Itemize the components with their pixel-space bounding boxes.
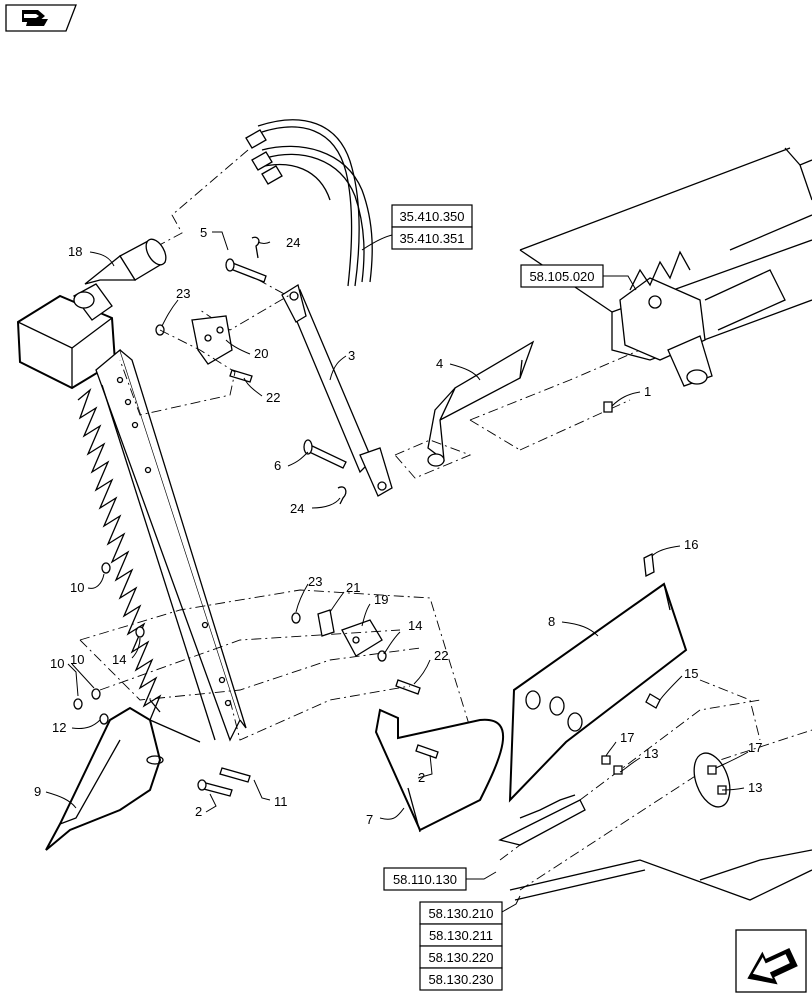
svg-text:9: 9 <box>34 784 41 799</box>
svg-text:14: 14 <box>408 618 422 633</box>
svg-text:4: 4 <box>436 356 443 371</box>
svg-text:58.130.230: 58.130.230 <box>428 972 493 987</box>
svg-text:58.110.130: 58.110.130 <box>393 872 457 887</box>
svg-text:23: 23 <box>176 286 190 301</box>
svg-text:21: 21 <box>346 580 360 595</box>
pin-5 <box>225 258 267 283</box>
svg-text:22: 22 <box>434 648 448 663</box>
svg-text:17: 17 <box>620 730 634 745</box>
svg-text:5: 5 <box>200 225 207 240</box>
hydraulic-hoses <box>245 119 373 287</box>
ref-35-410-351[interactable]: 35.410.351 <box>391 226 473 250</box>
svg-text:18: 18 <box>68 244 82 259</box>
svg-text:2: 2 <box>418 770 425 785</box>
callout-labels-extra: 10 <box>70 652 84 667</box>
svg-text:6: 6 <box>274 458 281 473</box>
svg-text:16: 16 <box>684 537 698 552</box>
bolts-2-11 <box>197 767 251 797</box>
svg-text:10: 10 <box>70 580 84 595</box>
part-3-arm <box>281 283 393 497</box>
book-arrow-icon <box>22 10 48 26</box>
svg-text:1: 1 <box>644 384 651 399</box>
svg-text:11: 11 <box>274 794 288 809</box>
svg-text:15: 15 <box>684 666 698 681</box>
svg-text:2: 2 <box>195 804 202 819</box>
part-18-coupler <box>73 238 167 321</box>
svg-text:19: 19 <box>374 592 388 607</box>
svg-text:17: 17 <box>748 740 762 755</box>
cutterbar-knife <box>16 294 247 743</box>
part-4-bracket <box>427 340 535 467</box>
svg-text:58.130.210: 58.130.210 <box>428 906 493 921</box>
book-nav-button[interactable] <box>5 4 77 32</box>
svg-text:3: 3 <box>348 348 355 363</box>
svg-text:13: 13 <box>644 746 658 761</box>
ref-58-105-020[interactable]: 58.105.020 <box>520 264 604 288</box>
header-frame <box>469 147 812 451</box>
svg-text:24: 24 <box>290 501 304 516</box>
pin-6 <box>303 439 347 469</box>
next-page-button[interactable] <box>735 929 807 995</box>
ref-58-130-230[interactable]: 58.130.230 <box>419 967 503 991</box>
svg-text:23: 23 <box>308 574 322 589</box>
ref-58-130-220[interactable]: 58.130.220 <box>419 945 503 969</box>
ref-58-130-210[interactable]: 58.130.210 <box>419 901 503 925</box>
callout-labels: 1 2 2 3 4 5 6 7 8 9 10 10 11 12 13 13 <box>34 225 762 827</box>
plate-8 <box>508 582 688 803</box>
svg-text:58.105.020: 58.105.020 <box>529 269 594 284</box>
svg-text:58.130.211: 58.130.211 <box>429 928 493 943</box>
svg-text:22: 22 <box>266 390 280 405</box>
panel-7 <box>374 708 505 833</box>
svg-text:35.410.350: 35.410.350 <box>399 209 464 224</box>
svg-text:58.130.220: 58.130.220 <box>428 950 493 965</box>
svg-text:12: 12 <box>52 720 66 735</box>
svg-text:24: 24 <box>286 235 300 250</box>
guard-9 <box>45 699 164 851</box>
svg-text:20: 20 <box>254 346 268 361</box>
svg-text:7: 7 <box>366 812 373 827</box>
next-arrow-icon <box>747 947 798 985</box>
svg-text:35.410.351: 35.410.351 <box>399 231 464 246</box>
bracket-20 <box>191 315 233 365</box>
ref-58-130-211[interactable]: 58.130.211 <box>419 923 503 947</box>
svg-text:10: 10 <box>50 656 64 671</box>
svg-text:8: 8 <box>548 614 555 629</box>
svg-text:10: 10 <box>70 652 84 667</box>
svg-text:13: 13 <box>748 780 762 795</box>
svg-text:14: 14 <box>112 652 126 667</box>
ref-35-410-350[interactable]: 35.410.350 <box>391 204 473 228</box>
bracket-19 <box>317 609 383 657</box>
ref-58-110-130[interactable]: 58.110.130 <box>383 867 467 891</box>
